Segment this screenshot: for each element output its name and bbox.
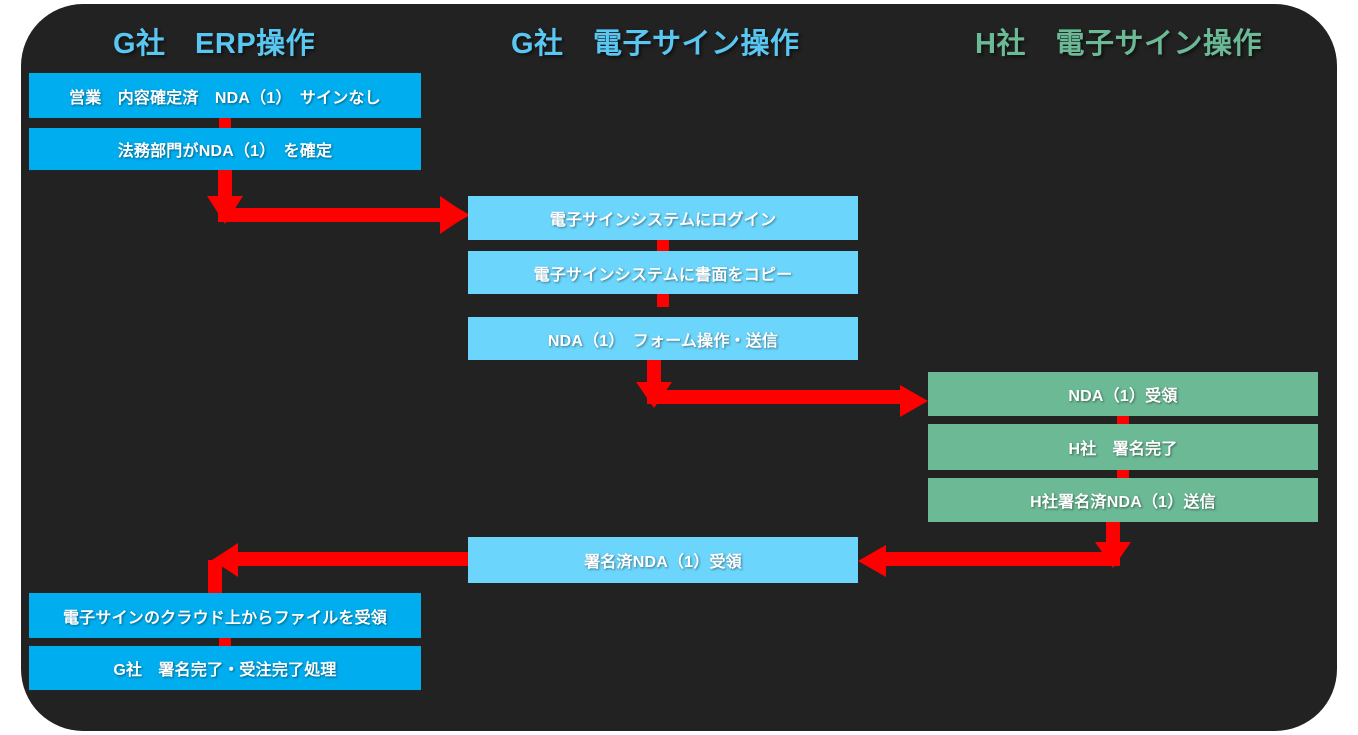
process-box-b7[interactable]: H社 署名完了 bbox=[928, 424, 1318, 470]
process-box-b3[interactable]: 電子サインシステムにログイン bbox=[468, 196, 858, 240]
process-box-b11[interactable]: G社 署名完了・受注完了処理 bbox=[29, 646, 421, 690]
column-heading-h-sign: H社 電子サイン操作 bbox=[975, 28, 1262, 60]
connector-b5-to-b6 bbox=[636, 360, 928, 417]
connector-b9-to-b10 bbox=[208, 543, 470, 598]
column-heading-g-erp: G社 ERP操作 bbox=[113, 28, 316, 60]
process-box-b4[interactable]: 電子サインシステムに書面をコピー bbox=[468, 251, 858, 294]
connector-b1-to-b2 bbox=[219, 118, 231, 131]
connector-b4-to-b5 bbox=[657, 294, 669, 307]
connector-b2-to-b3 bbox=[207, 170, 470, 234]
connector-b8-to-b9 bbox=[858, 522, 1131, 577]
connector-b3-to-b4 bbox=[657, 240, 669, 253]
process-box-b8[interactable]: H社署名済NDA（1）送信 bbox=[928, 478, 1318, 522]
process-box-b2[interactable]: 法務部門がNDA（1） を確定 bbox=[29, 128, 421, 170]
process-box-b6[interactable]: NDA（1）受領 bbox=[928, 372, 1318, 416]
process-box-b5[interactable]: NDA（1） フォーム操作・送信 bbox=[468, 317, 858, 360]
process-box-b9[interactable]: 署名済NDA（1）受領 bbox=[468, 537, 858, 583]
column-heading-g-sign: G社 電子サイン操作 bbox=[511, 28, 800, 60]
process-box-b10[interactable]: 電子サインのクラウド上からファイルを受領 bbox=[29, 593, 421, 638]
process-box-b1[interactable]: 営業 内容確定済 NDA（1） サインなし bbox=[29, 73, 421, 118]
